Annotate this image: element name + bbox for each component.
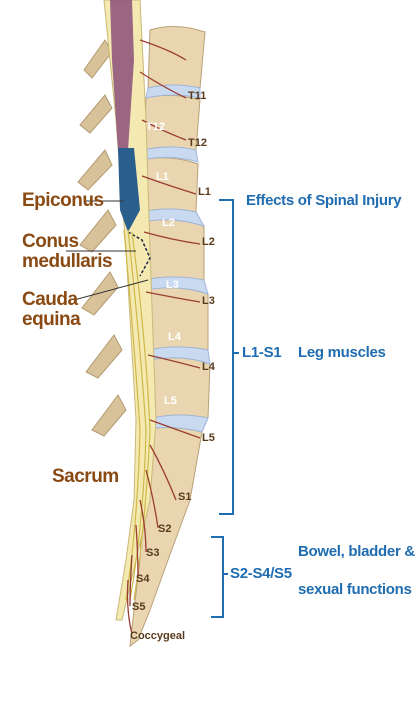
nerve-label-l1: L1: [198, 186, 211, 198]
nerve-roots: [126, 39, 201, 635]
vertebra-label-l2: L2: [162, 217, 175, 229]
spinal-cord: [103, 0, 157, 621]
vertebra-label-l1: L1: [156, 171, 169, 183]
sacrum-label: Sacrum: [52, 466, 119, 487]
nerve-label-coccygeal: Coccygeal: [130, 630, 186, 642]
vertebra-label-t12: T12: [146, 121, 165, 133]
bracket-s2-s4-tick: [222, 573, 228, 575]
nerve-label-s2: S2: [158, 523, 172, 535]
nerve-label-l5: L5: [202, 432, 215, 444]
conus-label-line2: medullaris: [22, 251, 113, 272]
nerve-label-s4: S4: [136, 573, 150, 585]
bracket-l1-s1: [219, 199, 234, 515]
effects-title: Effects of Spinal Injury: [246, 192, 402, 209]
vertebra-label-l3: L3: [166, 279, 179, 291]
effect-leg-muscles: Leg muscles: [298, 344, 386, 361]
nerve-label-l3: L3: [202, 295, 215, 307]
nerve-label-l4: L4: [202, 361, 215, 373]
bracket-s2-s4: [211, 536, 224, 618]
nerve-label-s3: S3: [146, 547, 160, 559]
nerve-label-l2: L2: [202, 236, 215, 248]
range-s2-s4-s5: S2-S4/S5: [230, 565, 292, 582]
range-l1-s1: L1-S1: [242, 344, 282, 361]
conus-label-line1: Conus: [22, 231, 79, 252]
cauda-label-line2: equina: [22, 309, 81, 330]
effect-bowel-bladder: Bowel, bladder &: [298, 543, 415, 560]
epiconus-label: Epiconus: [22, 190, 104, 211]
bracket-l1-s1-tick: [232, 352, 239, 354]
effect-sexual-functions: sexual functions: [298, 581, 412, 598]
vertebra-label-l5: L5: [164, 395, 177, 407]
vertebra-label-l4: L4: [168, 331, 181, 343]
spinous-processes: [77, 39, 127, 437]
nerve-label-t11: T11: [188, 90, 207, 102]
nerve-label-t12: T12: [188, 137, 207, 149]
cauda-label-line1: Cauda: [22, 289, 78, 310]
nerve-label-s1: S1: [178, 491, 192, 503]
label-pointers: [66, 200, 149, 301]
nerve-label-s5: S5: [132, 601, 146, 613]
